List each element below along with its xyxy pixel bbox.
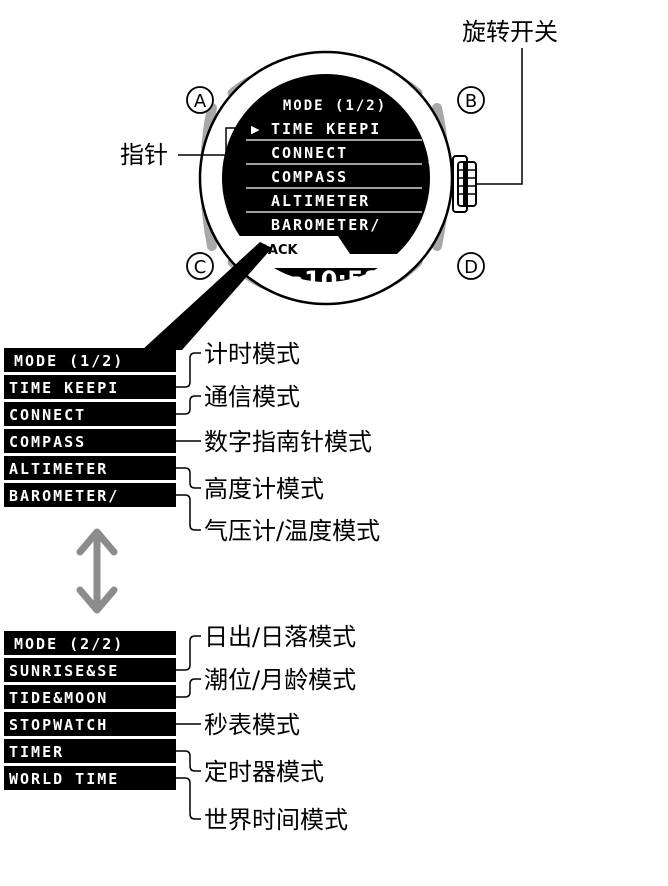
mode-menu-1: MODE (1/2) TIME KEEPI CONNECT COMPASS AL… — [4, 340, 380, 545]
menu2-label: 日出/日落模式 — [204, 623, 356, 651]
button-c[interactable]: C — [186, 252, 214, 280]
watch-item: BAROMETER/ — [271, 216, 381, 234]
button-b[interactable]: B — [457, 86, 485, 114]
menu1-item: COMPASS — [9, 433, 86, 451]
rotary-switch[interactable] — [452, 155, 477, 213]
watch-item: ALTIMETER — [271, 192, 370, 210]
menu1-label: 数字指南针模式 — [204, 428, 372, 456]
double-arrow-icon — [76, 528, 118, 614]
menu2-title: MODE (2/2) — [14, 635, 124, 653]
watch-item: TIME KEEPI — [271, 120, 381, 138]
menu1-item: TIME KEEPI — [9, 379, 119, 397]
menu2-item: TIMER — [9, 743, 64, 761]
selection-pointer-icon: ▶ — [251, 123, 260, 136]
button-d[interactable]: D — [457, 252, 485, 280]
menu1-title: MODE (1/2) — [14, 352, 124, 370]
watch-item: COMPASS — [271, 168, 348, 186]
menu1-item: CONNECT — [9, 406, 86, 424]
menu2-label: 潮位/月龄模式 — [204, 666, 356, 694]
watch-time: 10:58 — [304, 266, 380, 294]
watch-display — [222, 74, 430, 282]
watch-illustration: MODE (1/2) ▶ TIME KEEPI CONNECT COMPASS … — [186, 50, 485, 306]
pointer-callout: 指针 — [120, 141, 168, 169]
menu2-label: 秒表模式 — [204, 711, 300, 739]
menu1-label: 高度计模式 — [204, 475, 324, 503]
menu1-label: 计时模式 — [204, 340, 300, 368]
menu2-item: TIDE&MOON — [9, 689, 108, 707]
watch-menu-title: MODE (1/2) — [283, 98, 387, 114]
svg-text:A: A — [194, 91, 207, 112]
scroll-down-icon: ▼ — [428, 205, 436, 216]
back-strip — [232, 236, 420, 268]
svg-text:D: D — [464, 257, 478, 278]
svg-text:C: C — [194, 257, 207, 278]
menu1-label: 通信模式 — [204, 383, 300, 411]
menu2-item: STOPWATCH — [9, 716, 108, 734]
rotary-switch-callout: 旋转开关 — [462, 18, 558, 46]
menu1-item: ALTIMETER — [9, 460, 108, 478]
menu2-item: SUNRISE&SE — [9, 662, 119, 680]
menu1-label: 气压计/温度模式 — [204, 517, 380, 545]
watch-item: CONNECT — [271, 144, 348, 162]
menu2-label: 世界时间模式 — [204, 806, 348, 834]
menu2-label: 定时器模式 — [204, 758, 324, 786]
am-pm-indicator: P — [292, 275, 302, 291]
mode-menu-2: MODE (2/2) SUNRISE&SE TIDE&MOON STOPWATC… — [4, 623, 356, 834]
scroll-up-icon: ▲ — [428, 154, 436, 165]
zoom-wedge — [142, 242, 272, 350]
button-a[interactable]: A — [186, 86, 214, 114]
menu1-item: BAROMETER/ — [9, 487, 119, 505]
menu2-item: WORLD TIME — [9, 770, 119, 788]
svg-text:B: B — [465, 91, 477, 112]
